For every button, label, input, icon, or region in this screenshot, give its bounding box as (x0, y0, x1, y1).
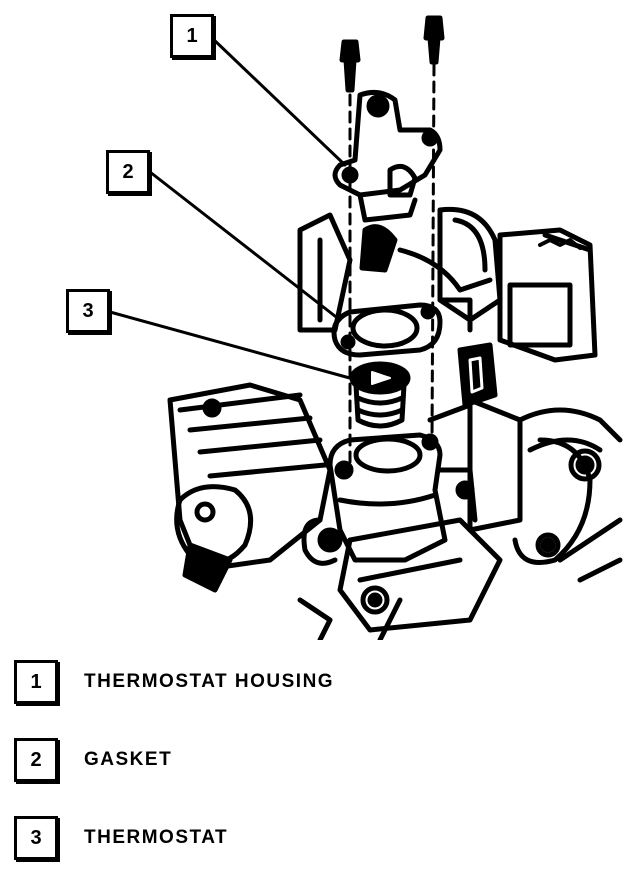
engine-block-illustration (167, 206, 623, 640)
housing-bolt-left (339, 39, 361, 93)
callout-leader-lines (108, 36, 359, 382)
legend-number: 1 (14, 660, 58, 704)
thermostat-housing-illustration (332, 89, 443, 223)
legend-number: 2 (14, 738, 58, 782)
thermostat-illustration (349, 361, 411, 429)
legend-label: GASKET (84, 749, 173, 770)
legend-item-3: 3 THERMOSTAT (14, 816, 228, 860)
gasket-illustration (331, 302, 443, 358)
legend-item-2: 2 GASKET (14, 738, 172, 782)
callout-3: 3 (66, 289, 110, 333)
engine-thermostat-diagram (108, 15, 623, 640)
legend-label: THERMOSTAT (84, 827, 229, 848)
callout-1: 1 (170, 14, 214, 58)
callout-2: 2 (106, 150, 150, 194)
housing-bolt-right (423, 15, 445, 65)
legend-item-1: 1 THERMOSTAT HOUSING (14, 660, 334, 704)
water-outlet-illustration (327, 432, 448, 563)
legend-number: 3 (14, 816, 58, 860)
legend-label: THERMOSTAT HOUSING (84, 671, 335, 692)
alignment-lines (348, 63, 436, 472)
